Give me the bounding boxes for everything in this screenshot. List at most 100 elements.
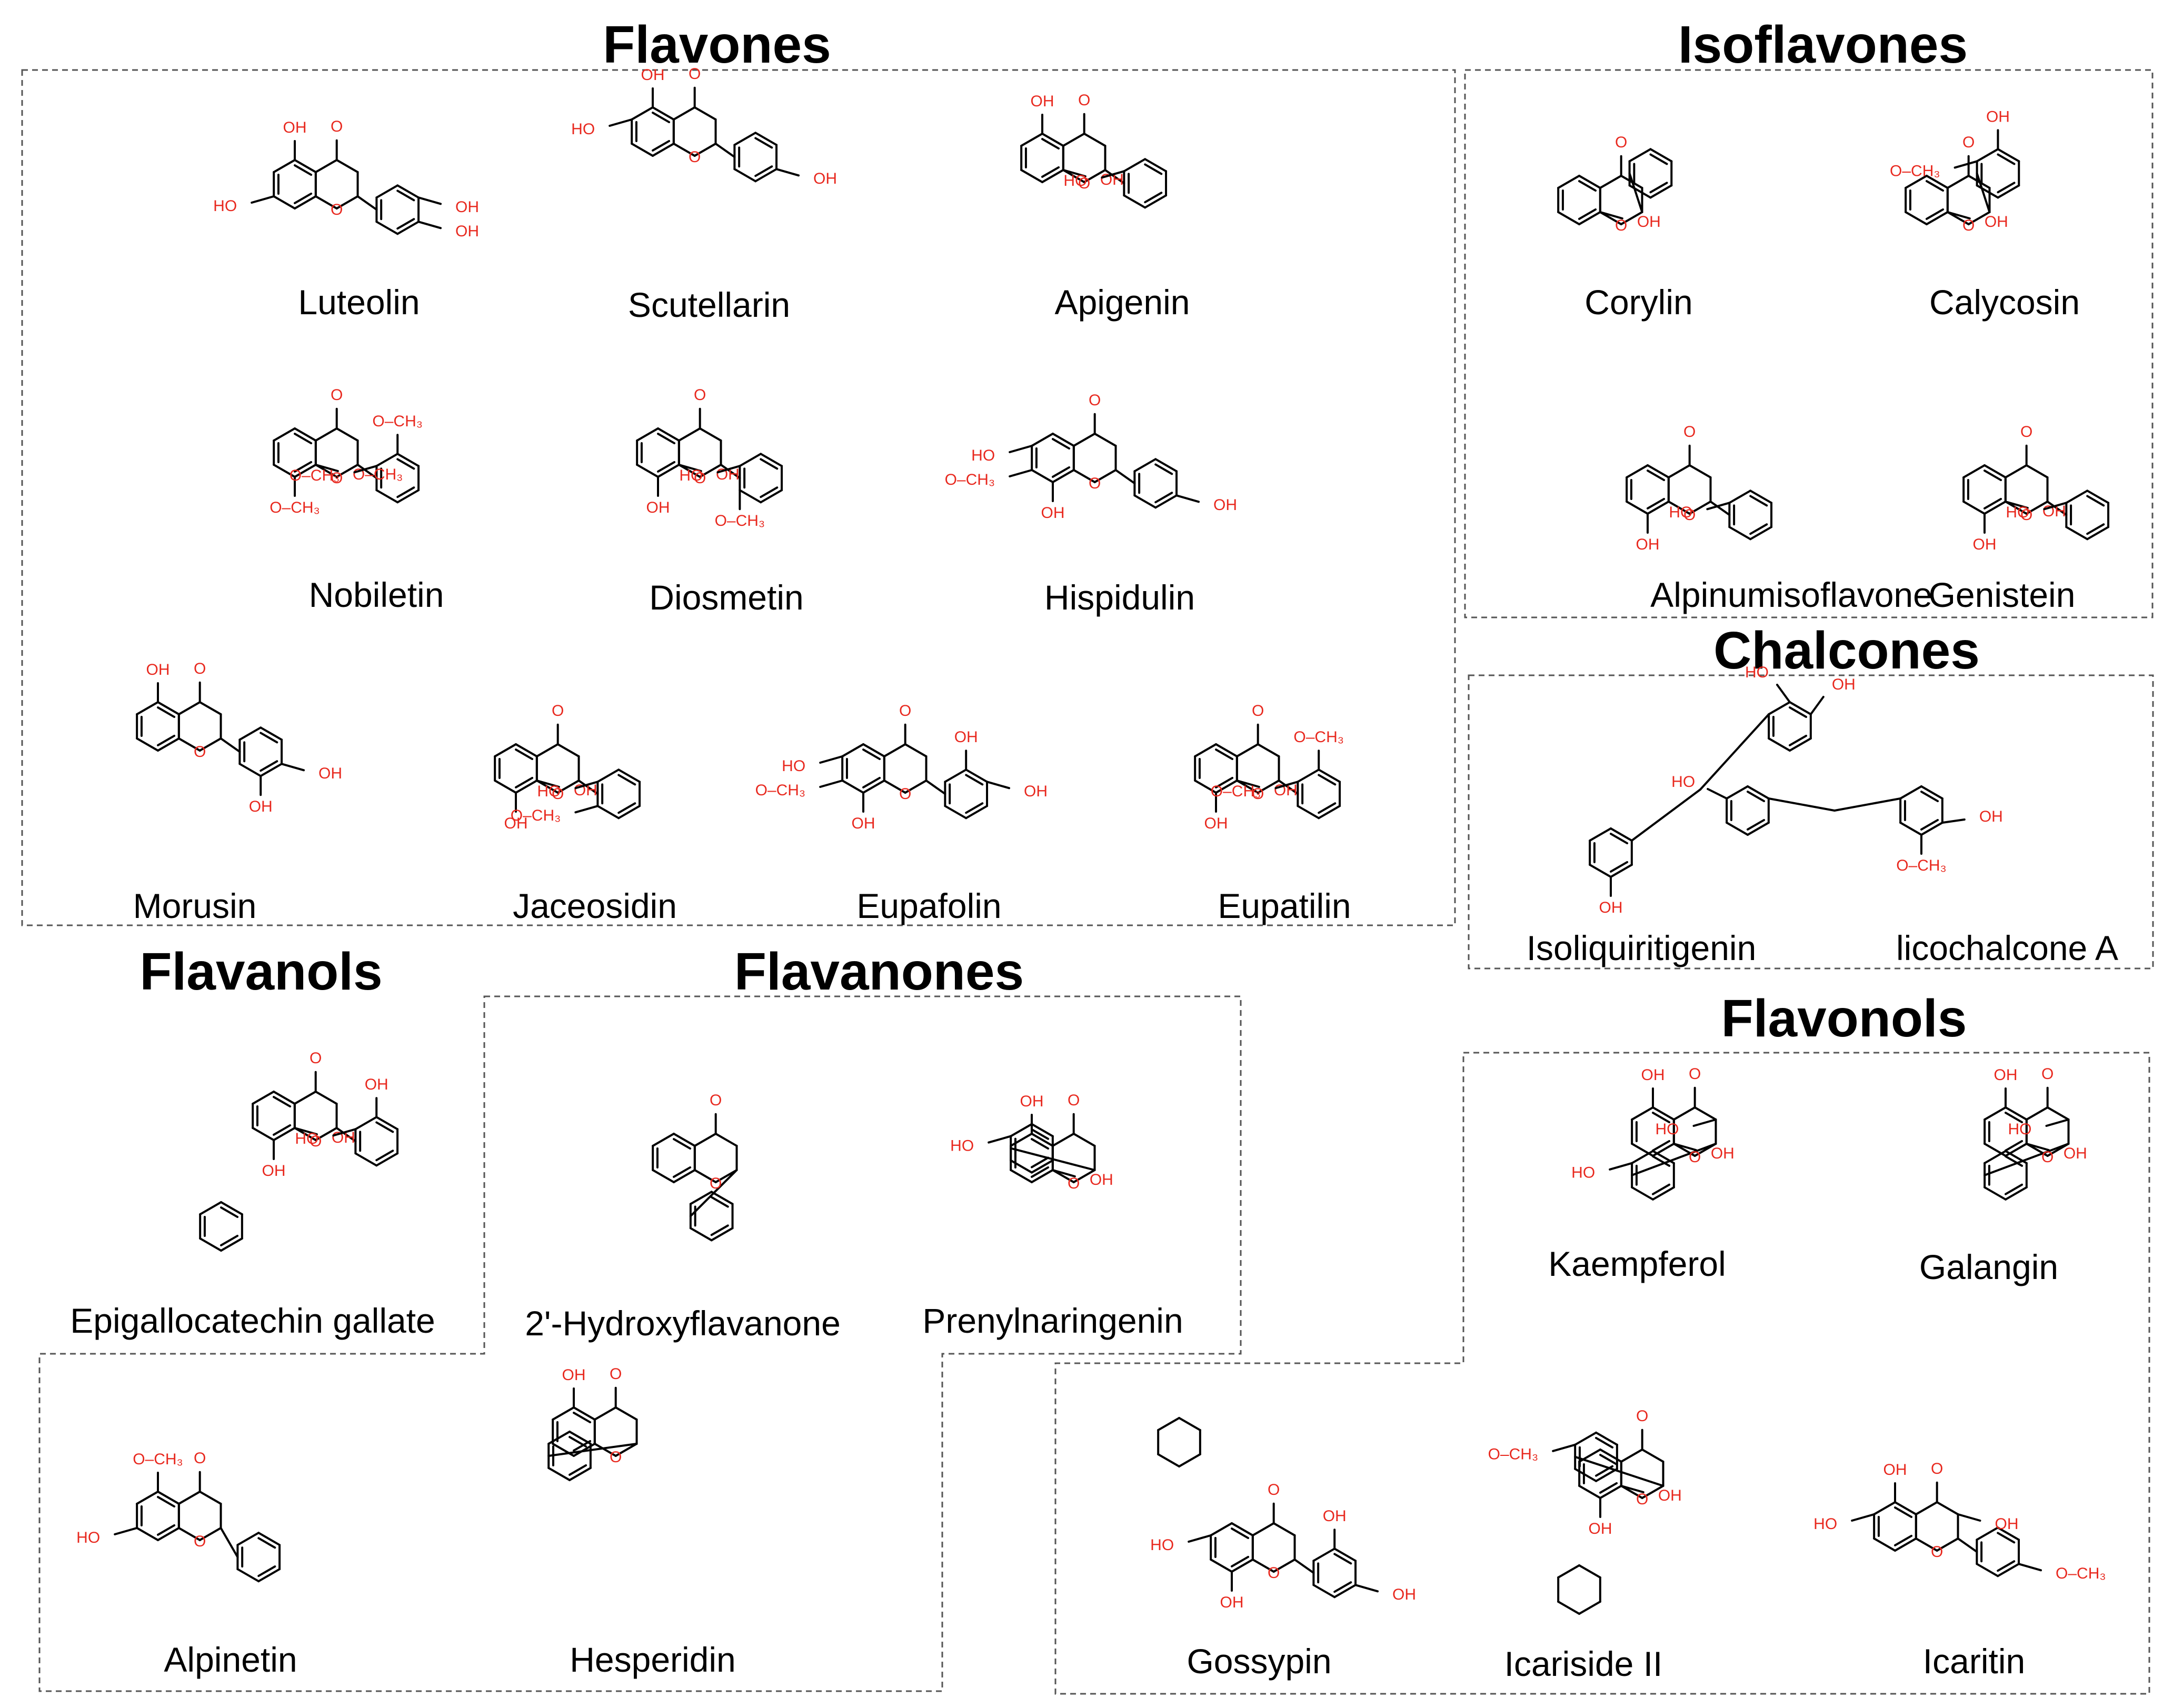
bond bbox=[1672, 1143, 1697, 1151]
bond bbox=[1031, 1138, 1050, 1150]
bond bbox=[220, 1234, 239, 1246]
bond bbox=[1031, 469, 1054, 483]
bond bbox=[257, 1537, 276, 1549]
bond bbox=[673, 1169, 696, 1183]
atom-label: OH bbox=[813, 170, 837, 187]
atom-label: OH bbox=[641, 66, 665, 84]
atom-label: O bbox=[710, 1092, 722, 1109]
bond bbox=[1905, 175, 1928, 189]
bond bbox=[986, 781, 1011, 790]
bond bbox=[1652, 1183, 1671, 1195]
atom-label: O bbox=[1268, 1564, 1280, 1582]
atom-label: O–CH₃ bbox=[353, 466, 403, 483]
atom-label: O–CH₃ bbox=[715, 512, 765, 530]
bond bbox=[257, 1532, 281, 1546]
bond bbox=[1628, 184, 1652, 199]
bond bbox=[1728, 490, 1752, 504]
atom-label: O bbox=[1089, 392, 1101, 409]
bond bbox=[1693, 1106, 1717, 1121]
bond bbox=[273, 464, 296, 478]
bond bbox=[1652, 1106, 1675, 1121]
bond bbox=[673, 1138, 692, 1150]
bond bbox=[1647, 497, 1666, 510]
bond bbox=[396, 218, 415, 230]
bond bbox=[136, 701, 159, 715]
atom-label: OH bbox=[455, 198, 479, 216]
atom-label: OH bbox=[1090, 1171, 1113, 1188]
atom-label: O bbox=[194, 1533, 206, 1550]
compound-name: Diosmetin bbox=[649, 578, 804, 617]
bond bbox=[1031, 1133, 1054, 1147]
bond bbox=[1610, 864, 1633, 878]
atom-label: O bbox=[689, 148, 701, 166]
bond bbox=[1747, 818, 1766, 831]
bond bbox=[396, 189, 415, 202]
bond bbox=[1667, 464, 1691, 478]
bond bbox=[1083, 133, 1107, 147]
bond bbox=[1578, 1564, 1601, 1579]
atom-label: O bbox=[552, 785, 564, 803]
bond bbox=[238, 726, 262, 741]
bond bbox=[754, 168, 778, 183]
bond bbox=[220, 1237, 243, 1252]
bond bbox=[1251, 1559, 1275, 1573]
atom-label: HO bbox=[537, 783, 561, 800]
bond bbox=[1647, 464, 1670, 478]
bond bbox=[1749, 523, 1768, 535]
atom-label: HO bbox=[295, 1130, 318, 1147]
flavonols-title: Flavonols bbox=[1721, 989, 1967, 1048]
bond bbox=[1557, 211, 1580, 225]
bond bbox=[1789, 734, 1808, 746]
bond bbox=[1641, 1449, 1664, 1463]
bond bbox=[1649, 153, 1668, 165]
bond bbox=[1747, 822, 1770, 836]
atom-label: O–CH₃ bbox=[1890, 162, 1940, 179]
bond bbox=[1041, 169, 1064, 183]
atom-label: OH bbox=[1636, 536, 1660, 553]
atom-label: O bbox=[1689, 1065, 1701, 1083]
bond bbox=[1915, 1537, 1938, 1552]
bond bbox=[314, 159, 338, 173]
atom-label: OH bbox=[1658, 1487, 1682, 1504]
bond bbox=[1574, 1455, 1664, 1487]
bond bbox=[631, 143, 654, 157]
bond bbox=[739, 453, 762, 467]
bond bbox=[547, 1443, 638, 1457]
bond bbox=[335, 427, 359, 442]
bond bbox=[1997, 184, 2020, 199]
bond bbox=[1976, 148, 1999, 163]
bond bbox=[1010, 1169, 1033, 1183]
bond bbox=[1983, 1143, 2070, 1176]
bond bbox=[273, 1091, 296, 1105]
bond bbox=[335, 159, 359, 173]
bond bbox=[1072, 433, 1096, 447]
bond bbox=[760, 486, 779, 498]
atom-label: HO bbox=[76, 1529, 100, 1546]
bond bbox=[293, 1091, 317, 1105]
atom-label: OH bbox=[562, 1366, 586, 1384]
atom-label: O bbox=[1078, 92, 1090, 109]
atom-label: O bbox=[899, 702, 911, 720]
atom-label: O bbox=[2020, 506, 2032, 524]
bond bbox=[1747, 785, 1770, 800]
bond bbox=[569, 1464, 587, 1476]
bond bbox=[710, 1224, 729, 1236]
bond bbox=[1114, 469, 1136, 485]
bond bbox=[1873, 1537, 1896, 1552]
bond bbox=[657, 427, 680, 442]
bond bbox=[1574, 1467, 1598, 1482]
bond bbox=[157, 1527, 180, 1541]
atom-label: HO bbox=[971, 447, 995, 464]
bond bbox=[657, 433, 676, 445]
atom-label: OH bbox=[1020, 1093, 1044, 1110]
bond bbox=[569, 1467, 592, 1481]
bond bbox=[1231, 1559, 1254, 1573]
bond bbox=[157, 1496, 176, 1508]
bond bbox=[1144, 163, 1163, 175]
bond bbox=[569, 1431, 592, 1445]
bond bbox=[1936, 1537, 1959, 1552]
bond bbox=[314, 195, 338, 209]
bond bbox=[177, 1491, 201, 1505]
bond bbox=[1312, 1547, 1336, 1562]
bond bbox=[689, 1227, 713, 1242]
